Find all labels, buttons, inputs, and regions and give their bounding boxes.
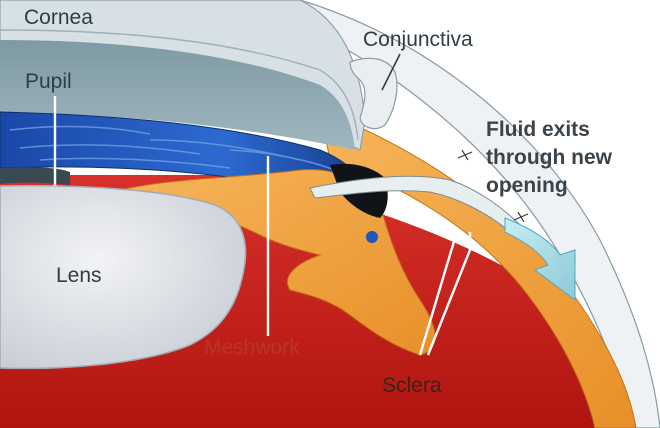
label-sclera: Sclera	[382, 374, 442, 397]
label-conjunctiva: Conjunctiva	[363, 28, 473, 51]
leader-lines	[53, 96, 472, 356]
suture-marks	[457, 149, 529, 223]
label-fluid-line-3: opening	[486, 174, 568, 197]
label-lens: Lens	[56, 264, 102, 287]
label-pupil: Pupil	[25, 70, 72, 93]
fluid-droplet	[366, 231, 378, 243]
lens	[0, 184, 247, 370]
label-fluid-line-1: Fluid exits	[486, 118, 590, 141]
anterior-chamber	[0, 40, 355, 150]
fluid-exit-arrow	[504, 217, 576, 301]
label-cornea: Cornea	[24, 6, 93, 29]
label-meshwork: Meshwork	[204, 336, 300, 359]
iris-texture	[9, 125, 341, 173]
pupil-region	[0, 167, 70, 185]
ciliary-body	[119, 169, 436, 356]
label-fluid-exits: Fluid exits through new opening	[486, 116, 612, 200]
cornea-inner-edge	[0, 29, 359, 141]
label-fluid-line-2: through new	[486, 146, 612, 169]
conjunctiva-leader	[381, 53, 401, 91]
